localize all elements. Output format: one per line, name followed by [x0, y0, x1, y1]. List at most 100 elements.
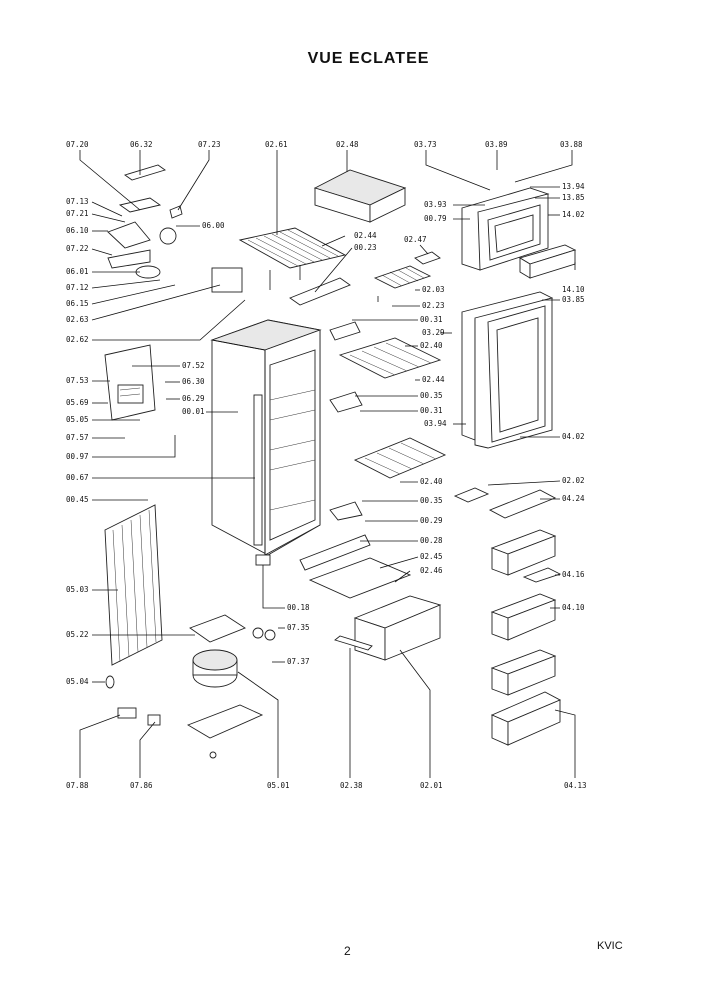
callout-label: 02.01	[420, 781, 443, 790]
callout-label: 02.03	[422, 285, 445, 294]
callout-label: 03.73	[414, 140, 437, 149]
callout-label: 07.13	[66, 197, 89, 206]
callout-label: 00.35	[420, 496, 443, 505]
callout-label: 04.16	[562, 570, 585, 579]
callout-label: 02.44	[422, 375, 445, 384]
callout-label: 03.88	[560, 140, 583, 149]
callout-label: 07.35	[287, 623, 310, 632]
callout-label: 02.40	[420, 477, 443, 486]
freezer-wire-shelf	[211, 227, 347, 293]
callout-label: 02.63	[66, 315, 89, 324]
glass-shelf	[308, 557, 412, 599]
butter-box	[453, 487, 490, 503]
thermostat-upper	[107, 164, 183, 279]
page-title: VUE ECLATEE	[307, 50, 430, 67]
leader-lines	[79, 150, 576, 778]
callout-label: 06.10	[66, 226, 89, 235]
callout-label: 00.67	[66, 473, 89, 482]
callout-label: 02.62	[66, 335, 89, 344]
callout-label: 02.44	[354, 231, 377, 240]
callout-label: 02.47	[404, 235, 427, 244]
callout-label: 00.29	[420, 516, 443, 525]
cabinet-body	[210, 319, 322, 566]
callout-label: 05.04	[66, 677, 89, 686]
callout-label: 00.45	[66, 495, 89, 504]
callout-label: 14.02	[562, 210, 585, 219]
callout-label: 05.05	[66, 415, 89, 424]
callout-label: 00.79	[424, 214, 447, 223]
small-grommet	[105, 675, 115, 689]
egg-rack	[373, 265, 432, 289]
thermostat-panel	[104, 344, 156, 421]
door-bin-3	[490, 649, 557, 696]
callout-label: 00.01	[182, 407, 205, 416]
callout-label: 00.31	[420, 406, 443, 415]
callout-label: 02.38	[340, 781, 363, 790]
callout-label: 02.02	[562, 476, 585, 485]
callout-label: 07.23	[198, 140, 221, 149]
door-bin-2	[490, 593, 557, 641]
small-clip	[414, 251, 441, 265]
callout-label: 00.18	[287, 603, 310, 612]
relay-box	[117, 707, 137, 719]
bracket-lower	[329, 501, 363, 521]
callout-label: 03.89	[485, 140, 508, 149]
egg-tray	[522, 567, 562, 583]
callout-label: 14.10	[562, 285, 585, 294]
callout-label: 03.29	[422, 328, 445, 337]
wire-shelf-upper	[338, 337, 442, 379]
callout-label: 03.93	[424, 200, 447, 209]
callout-label: 06.01	[66, 267, 89, 276]
strip-part	[289, 277, 351, 306]
callout-labels: 07.20 06.32 07.23 02.61 02.48 03.73 03.8…	[66, 140, 587, 790]
callout-label: 02.48	[336, 140, 359, 149]
freezer-door	[461, 187, 550, 271]
callout-label: 00.97	[66, 452, 89, 461]
callout-label: 07.37	[287, 657, 310, 666]
condenser-coil	[104, 504, 163, 666]
callout-label: 00.23	[354, 243, 377, 252]
callout-label: 02.61	[265, 140, 288, 149]
callout-label: 04.24	[562, 494, 585, 503]
callout-label: 06.00	[202, 221, 225, 230]
callout-label: 00.35	[420, 391, 443, 400]
callout-label: 07.52	[182, 361, 205, 370]
callout-label: 07.21	[66, 209, 89, 218]
callout-label: 06.32	[130, 140, 153, 149]
crisper-rail	[299, 534, 371, 571]
crisper-drawer	[353, 595, 442, 661]
callout-label: 03.85	[562, 295, 585, 304]
callout-label: 04.13	[564, 781, 587, 790]
bracket-upper	[329, 321, 361, 341]
door-bin-4	[490, 691, 562, 746]
drawer-strip	[334, 635, 373, 651]
callout-label: 00.31	[420, 315, 443, 324]
callout-label: 05.01	[267, 781, 290, 790]
callout-label: 07.20	[66, 140, 89, 149]
fridge-door	[461, 291, 554, 449]
document-code: KVIC	[597, 940, 623, 952]
callout-label: 07.22	[66, 244, 89, 253]
callout-label: 07.12	[66, 283, 89, 292]
callout-label: 04.02	[562, 432, 585, 441]
callout-label: 05.69	[66, 398, 89, 407]
callout-label: 02.40	[420, 341, 443, 350]
callout-label: 02.23	[422, 301, 445, 310]
callout-label: 02.46	[420, 566, 443, 575]
callout-label: 07.88	[66, 781, 89, 790]
callout-label: 05.22	[66, 630, 89, 639]
callout-label: 13.85	[562, 193, 585, 202]
callout-label: 06.15	[66, 299, 89, 308]
bracket-middle	[329, 391, 363, 413]
butter-lid	[488, 489, 557, 519]
callout-label: 13.94	[562, 182, 585, 191]
compressor	[186, 614, 276, 759]
callout-label: 04.10	[562, 603, 585, 612]
callout-label: 00.28	[420, 536, 443, 545]
callout-label: 07.53	[66, 376, 89, 385]
callout-label: 06.29	[182, 394, 205, 403]
door-bin-1	[490, 529, 557, 576]
top-cover	[313, 169, 407, 223]
starter-box	[147, 714, 161, 726]
